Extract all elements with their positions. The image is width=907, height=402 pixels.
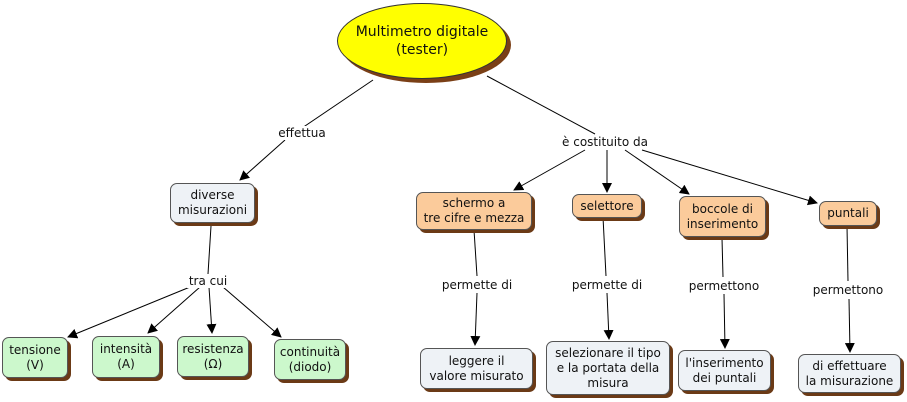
line-root-effettua bbox=[301, 79, 374, 129]
node-continuita[interactable]: continuità (diodo) bbox=[274, 339, 346, 380]
node-effettuare[interactable]: di effettuare la misurazione bbox=[798, 354, 901, 393]
line-boccole-permettono bbox=[721, 237, 724, 278]
arrow-tracui-continuita bbox=[222, 286, 282, 338]
arrow-tracui-tensione bbox=[67, 286, 191, 339]
link-label-effettua[interactable]: effettua bbox=[276, 126, 328, 140]
line-selettore-permette bbox=[602, 216, 607, 277]
arrow-costituito-boccole bbox=[624, 149, 690, 195]
arrow-permettono-inserimento bbox=[719, 293, 730, 349]
line-puntali-permettono bbox=[846, 225, 849, 282]
arrow-permettono-effettuare bbox=[844, 298, 855, 353]
arrow-permette-leggere bbox=[470, 292, 481, 346]
node-diverse-misurazioni[interactable]: diverse misurazioni bbox=[170, 183, 255, 223]
link-label-permette-schermo[interactable]: permette di bbox=[439, 278, 515, 292]
arrow-permette-selezionare bbox=[603, 292, 614, 340]
link-label-tra-cui[interactable]: tra cui bbox=[186, 274, 230, 288]
node-selettore[interactable]: selettore bbox=[572, 194, 642, 218]
node-resistenza[interactable]: resistenza (Ω) bbox=[177, 336, 249, 377]
node-inserimento[interactable]: l'inserimento dei puntali bbox=[678, 350, 771, 391]
line-root-costituito bbox=[486, 75, 596, 135]
node-puntali[interactable]: puntali bbox=[819, 201, 877, 226]
node-tensione[interactable]: tensione (V) bbox=[2, 337, 68, 378]
node-schermo[interactable]: schermo a tre cifre e mezza bbox=[416, 192, 532, 230]
link-label-permettono-boccole[interactable]: permettono bbox=[686, 279, 762, 293]
node-boccole[interactable]: boccole di inserimento bbox=[679, 196, 766, 237]
root-node-multimetro[interactable]: Multimetro digitale (tester) bbox=[337, 3, 507, 79]
node-leggere[interactable]: leggere il valore misurato bbox=[420, 348, 533, 389]
line-schermo-permette bbox=[473, 229, 478, 277]
arrow-costituito-schermo bbox=[513, 149, 586, 191]
link-label-permette-selettore[interactable]: permette di bbox=[569, 278, 645, 292]
node-intensita[interactable]: intensità (A) bbox=[92, 336, 160, 378]
link-label-permettono-puntali[interactable]: permettono bbox=[810, 283, 886, 297]
arrow-effettua-diverse bbox=[239, 139, 286, 181]
line-diverse-tracui bbox=[207, 225, 212, 275]
link-label-costituito[interactable]: è costituito da bbox=[560, 135, 650, 149]
arrow-costituito-puntali bbox=[641, 149, 818, 206]
arrow-tracui-intensita bbox=[147, 286, 201, 334]
arrow-tracui-resistenza bbox=[206, 286, 217, 334]
node-selezionare[interactable]: selezionare il tipo e la portata della m… bbox=[546, 341, 670, 395]
